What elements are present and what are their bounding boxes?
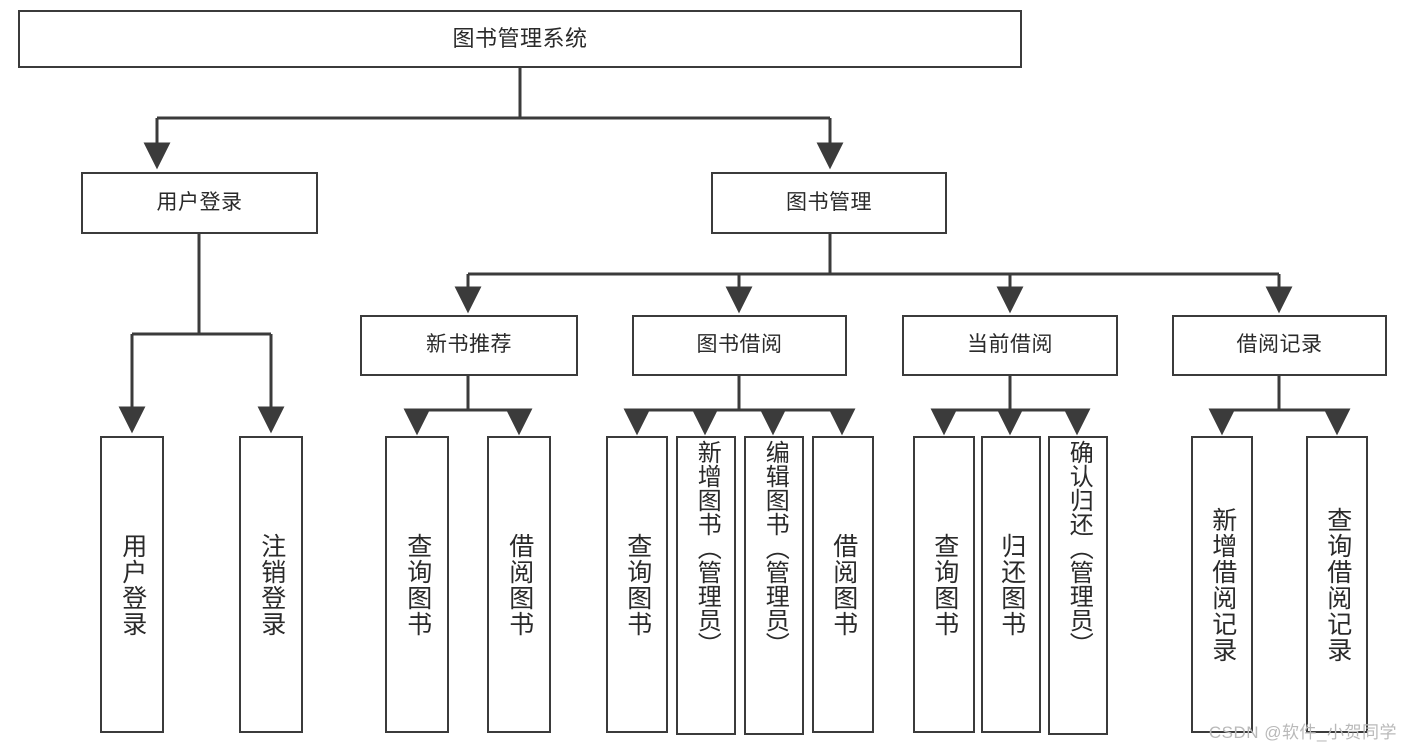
- node-new-book-recommend-label: 新书推荐: [426, 333, 512, 357]
- leaf-user-login-label: 用户登录: [118, 532, 147, 637]
- leaf-return-book[interactable]: 归还图书: [981, 436, 1041, 733]
- node-book-management[interactable]: 图书管理: [711, 172, 947, 234]
- leaf-borrow-book-2-label: 借阅图书: [829, 532, 858, 637]
- node-current-borrow-label: 当前借阅: [967, 333, 1053, 357]
- node-root-label: 图书管理系统: [452, 26, 588, 52]
- node-book-borrow[interactable]: 图书借阅: [632, 315, 847, 376]
- csdn-watermark: CSDN @软件_小贺同学: [1208, 723, 1397, 742]
- leaf-add-record-label: 新增借阅记录: [1208, 506, 1237, 663]
- leaf-edit-book-label: 编辑图书（管理员）: [761, 440, 789, 656]
- leaf-confirm-return-label: 确认归还（管理员）: [1065, 440, 1093, 656]
- leaf-query-book-2-label: 查询图书: [623, 532, 652, 637]
- leaf-borrow-book-1-label: 借阅图书: [505, 532, 534, 637]
- leaf-add-book[interactable]: 新增图书（管理员）: [676, 436, 736, 735]
- node-book-borrow-label: 图书借阅: [696, 333, 783, 357]
- node-root[interactable]: 图书管理系统: [18, 10, 1022, 68]
- leaf-borrow-book-2[interactable]: 借阅图书: [812, 436, 874, 733]
- node-book-management-label: 图书管理: [786, 190, 872, 214]
- leaf-query-book-3-label: 查询图书: [930, 532, 959, 637]
- leaf-edit-book[interactable]: 编辑图书（管理员）: [744, 436, 804, 735]
- leaf-logout[interactable]: 注销登录: [239, 436, 303, 733]
- leaf-query-book-3[interactable]: 查询图书: [913, 436, 975, 733]
- node-new-book-recommend[interactable]: 新书推荐: [360, 315, 578, 376]
- node-user-login-label: 用户登录: [156, 190, 243, 214]
- leaf-logout-label: 注销登录: [257, 532, 286, 637]
- node-current-borrow[interactable]: 当前借阅: [902, 315, 1118, 376]
- leaf-query-book-1[interactable]: 查询图书: [385, 436, 449, 733]
- leaf-query-book-1-label: 查询图书: [403, 532, 432, 637]
- leaf-add-book-label: 新增图书（管理员）: [693, 440, 721, 656]
- leaf-query-record-label: 查询借阅记录: [1323, 506, 1352, 663]
- leaf-query-record[interactable]: 查询借阅记录: [1306, 436, 1368, 733]
- leaf-borrow-book-1[interactable]: 借阅图书: [487, 436, 551, 733]
- node-borrow-record-label: 借阅记录: [1236, 333, 1323, 357]
- node-borrow-record[interactable]: 借阅记录: [1172, 315, 1387, 376]
- node-user-login[interactable]: 用户登录: [81, 172, 318, 234]
- leaf-add-record[interactable]: 新增借阅记录: [1191, 436, 1253, 733]
- leaf-confirm-return[interactable]: 确认归还（管理员）: [1048, 436, 1108, 735]
- leaf-return-book-label: 归还图书: [997, 532, 1026, 637]
- leaf-query-book-2[interactable]: 查询图书: [606, 436, 668, 733]
- leaf-user-login[interactable]: 用户登录: [100, 436, 164, 733]
